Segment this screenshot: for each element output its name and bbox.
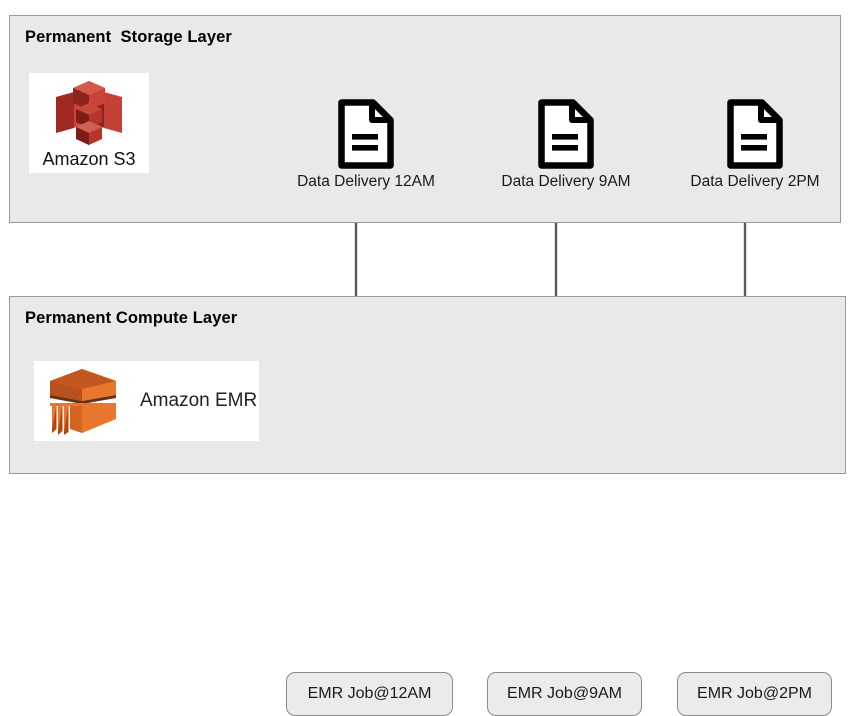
amazon-emr-icon — [50, 369, 116, 435]
compute-layer-title: Permanent Compute Layer — [25, 309, 238, 327]
amazon-emr-label: Amazon EMR — [140, 390, 258, 411]
diagram-canvas: Permanent Storage Layer — [9, 15, 846, 716]
permanent-compute-layer-container: Permanent Compute Layer Amazon EMR — [9, 296, 846, 716]
data-delivery-12am-node[interactable]: Data Delivery 12AM — [276, 98, 456, 190]
permanent-storage-layer-container: Permanent Storage Layer — [9, 15, 841, 223]
amazon-s3-node[interactable]: Amazon S3 — [29, 73, 149, 173]
data-delivery-2pm-node[interactable]: Data Delivery 2PM — [665, 98, 845, 190]
document-icon — [727, 99, 783, 169]
document-icon — [338, 99, 394, 169]
data-delivery-9am-node[interactable]: Data Delivery 9AM — [476, 98, 656, 190]
emr-job-9am-box[interactable]: EMR Job@9AM — [487, 672, 642, 716]
data-delivery-2pm-label: Data Delivery 2PM — [690, 173, 820, 190]
emr-job-2pm-box[interactable]: EMR Job@2PM — [677, 672, 832, 716]
data-delivery-9am-label: Data Delivery 9AM — [501, 173, 631, 190]
amazon-emr-node[interactable]: Amazon EMR — [34, 361, 259, 441]
amazon-s3-label: Amazon S3 — [42, 148, 136, 169]
amazon-s3-icon — [56, 80, 122, 145]
storage-layer-title: Permanent Storage Layer — [25, 28, 232, 46]
document-icon — [538, 99, 594, 169]
data-delivery-12am-label: Data Delivery 12AM — [297, 173, 435, 190]
emr-job-12am-box[interactable]: EMR Job@12AM — [286, 672, 453, 716]
